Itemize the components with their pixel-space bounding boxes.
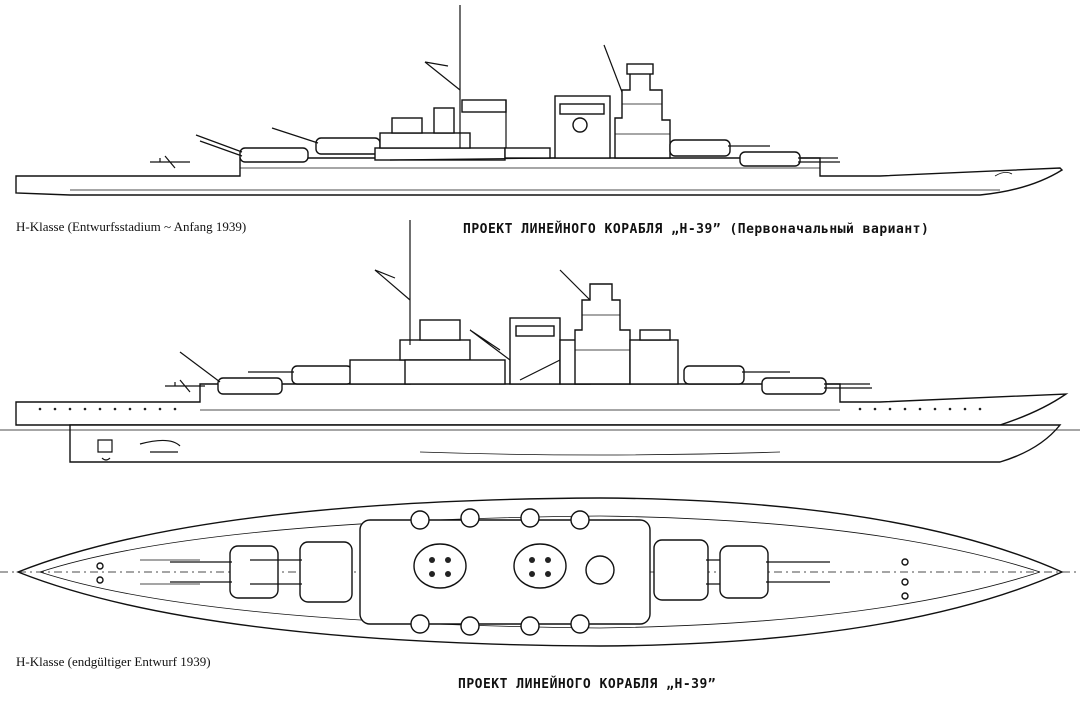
portholes-aft — [38, 407, 177, 411]
turret-d-top — [315, 137, 381, 155]
profile-final-design — [0, 220, 1080, 463]
hull-mid-underwater — [69, 424, 1062, 463]
forward-tower-top — [614, 71, 671, 159]
caption-final-design-ru: ПРОЕКТ ЛИНЕЙНОГО КОРАБЛЯ „H-39” — [458, 677, 717, 692]
profile-initial-variant — [15, 5, 1064, 196]
hull-mid-upper — [15, 383, 1069, 426]
plan-turret-c — [170, 545, 279, 599]
caption-initial-variant-de: H-Klasse (Entwurfsstadium ~ Anfang 1939) — [16, 219, 247, 234]
turret-b-top — [669, 139, 731, 157]
turret-a-top — [739, 151, 801, 167]
turret-c-mid — [217, 377, 283, 395]
forward-tower-mid — [574, 283, 631, 385]
aircraft-mid — [165, 379, 205, 393]
turret-a-mid — [761, 377, 827, 395]
propellers-mid — [97, 439, 181, 461]
caption-final-design-de: H-Klasse (endgültiger Entwurf 1939) — [16, 654, 211, 669]
aircraft-top — [150, 155, 190, 169]
plan-turret-a — [719, 545, 830, 599]
plan-turret-d — [250, 541, 353, 603]
turret-c-top — [239, 147, 309, 163]
portholes-fore — [858, 407, 982, 411]
hull-top — [15, 157, 1064, 196]
turret-d-mid — [291, 365, 353, 385]
plan-final-design — [0, 497, 1080, 647]
turret-b-mid — [683, 365, 745, 385]
caption-initial-variant-ru: ПРОЕКТ ЛИНЕЙНОГО КОРАБЛЯ „H-39” (Первона… — [463, 222, 930, 237]
